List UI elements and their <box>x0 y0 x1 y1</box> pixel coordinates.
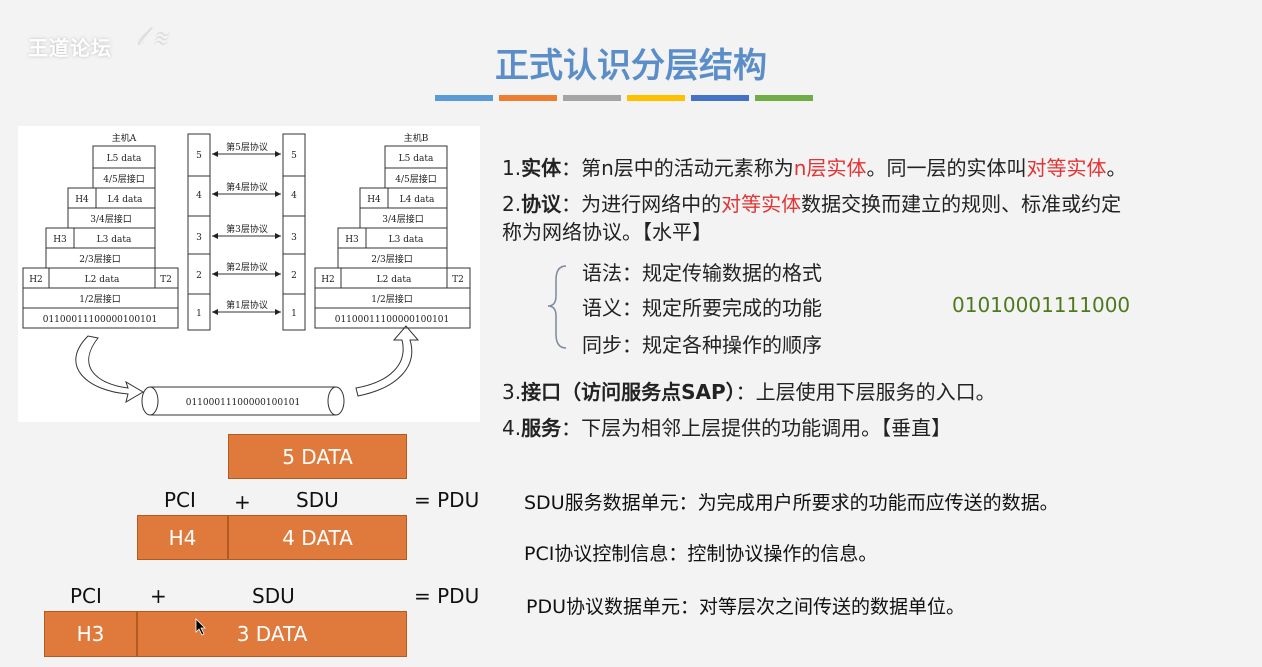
proto-num-5-right: 5 <box>291 151 297 161</box>
layer3-data-box: 3 DATA <box>137 611 407 657</box>
mouse-cursor-icon <box>195 618 206 636</box>
a-if12: 1/2层接口 <box>79 293 121 305</box>
proto-label-5: 第5层协议 <box>226 141 268 153</box>
service-term: 服务 <box>521 416 562 440</box>
a-if34: 3/4层接口 <box>90 213 132 225</box>
color-bar-segment <box>563 95 621 101</box>
proto-num-1-left: 1 <box>196 309 202 319</box>
a-l3: L3 data <box>97 235 132 245</box>
b-h3: H3 <box>345 235 359 245</box>
entity-item: 1.实体：第n层中的活动元素称为n层实体。同一层的实体叫对等实体。 <box>502 156 1127 180</box>
proto-label-2: 第2层协议 <box>226 261 268 273</box>
pci-definition: PCI协议控制信息：控制协议操作的信息。 <box>524 543 878 565</box>
b-if23: 2/3层接口 <box>371 253 413 265</box>
interface-item: 3.接口（访问服务点SAP）：上层使用下层服务的入口。 <box>502 380 996 404</box>
interface-term: 接口（访问服务点SAP） <box>521 380 736 404</box>
a-h3: H3 <box>53 235 67 245</box>
b-h4: H4 <box>367 195 381 205</box>
proto-label-1: 第1层协议 <box>226 299 268 311</box>
pci-label-row2: PCI <box>164 488 196 512</box>
watermark-signature: 𝓁 ≋ <box>136 22 168 52</box>
protocol-line-2: 称为网络协议。【水平】 <box>502 220 712 244</box>
layer4-data-box: 4 DATA <box>228 515 407 560</box>
brace-icon <box>547 265 567 349</box>
b-t2: T2 <box>452 275 464 285</box>
pipe-bits: 01100011100000100101 <box>186 398 301 408</box>
protocol-highlight: 对等实体 <box>721 192 802 216</box>
sdu-label-row2: SDU <box>296 488 339 512</box>
b-h2: H2 <box>321 275 335 285</box>
proto-num-2-left: 2 <box>196 271 202 281</box>
sync-item: 同步：规定各种操作的顺序 <box>582 333 822 357</box>
host-b-label: 主机B <box>404 132 429 144</box>
h4-header-box: H4 <box>137 515 228 560</box>
h3-header-box: H3 <box>44 611 137 657</box>
entity-term: 实体 <box>521 156 562 180</box>
proto-label-4: 第4层协议 <box>226 181 268 193</box>
protocol-item: 2.协议：为进行网络中的对等实体数据交换而建立的规则、标准或约定 <box>502 192 1122 216</box>
b-l4: L4 data <box>400 195 435 205</box>
pdu-definition: PDU协议数据单元：对等层次之间传送的数据单位。 <box>526 596 965 618</box>
plus-label-row2: + <box>234 490 251 514</box>
watermark-logo: 王道论坛 <box>28 36 112 60</box>
color-bar-segment <box>435 95 493 101</box>
sdu-definition: SDU服务数据单元：为完成用户所要求的功能而应传送的数据。 <box>524 492 1059 514</box>
proto-num-3-left: 3 <box>196 233 202 243</box>
pdu-label-row3: = PDU <box>414 584 480 608</box>
a-if23: 2/3层接口 <box>79 253 121 265</box>
proto-num-4-left: 4 <box>196 191 202 201</box>
color-bar-segment <box>627 95 685 101</box>
sdu-label-row3: SDU <box>252 584 295 608</box>
plus-label-row3: + <box>150 584 167 608</box>
protocol-term: 协议 <box>521 192 562 216</box>
binary-example: 01010001111000 <box>952 293 1131 317</box>
a-h2: H2 <box>29 275 43 285</box>
b-l2: L2 data <box>377 275 412 285</box>
proto-num-4-right: 4 <box>291 191 297 201</box>
b-if45: 4/5层接口 <box>395 173 437 185</box>
proto-num-3-right: 3 <box>291 233 297 243</box>
a-l4: L4 data <box>108 195 143 205</box>
b-l3: L3 data <box>389 235 424 245</box>
color-bar-segment <box>755 95 813 101</box>
service-item: 4.服务：下层为相邻上层提供的功能调用。【垂直】 <box>502 416 952 440</box>
pci-label-row3: PCI <box>70 584 102 608</box>
a-l5: L5 data <box>107 154 142 164</box>
slide-title: 正式认识分层结构 <box>495 46 767 86</box>
b-l5: L5 data <box>399 154 434 164</box>
a-l2: L2 data <box>85 275 120 285</box>
proto-num-1-right: 1 <box>291 309 297 319</box>
a-h4: H4 <box>75 195 89 205</box>
b-if12: 1/2层接口 <box>371 293 413 305</box>
color-bar-segment <box>499 95 557 101</box>
b-bits: 01100011100000100101 <box>335 315 450 325</box>
a-t2: T2 <box>160 275 172 285</box>
a-if45: 4/5层接口 <box>103 173 145 185</box>
host-a-label: 主机A <box>112 132 137 144</box>
proto-label-3: 第3层协议 <box>226 223 268 235</box>
proto-num-5-left: 5 <box>196 151 202 161</box>
a-bits: 01100011100000100101 <box>43 315 158 325</box>
layer5-data-box: 5 DATA <box>228 434 407 479</box>
layer-diagram: 主机A 主机B L5 data 4/5层接口 H4 L4 data 3/4层接口… <box>18 126 480 422</box>
syntax-item: 语法：规定传输数据的格式 <box>582 261 822 285</box>
semantics-item: 语义：规定所要完成的功能 <box>582 296 822 320</box>
b-if34: 3/4层接口 <box>382 213 424 225</box>
color-bar-segment <box>691 95 749 101</box>
entity-highlight-2: 对等实体 <box>1026 156 1107 180</box>
entity-highlight-1: n层实体 <box>793 156 867 180</box>
proto-num-2-right: 2 <box>291 271 297 281</box>
pdu-label-row2: = PDU <box>414 488 480 512</box>
